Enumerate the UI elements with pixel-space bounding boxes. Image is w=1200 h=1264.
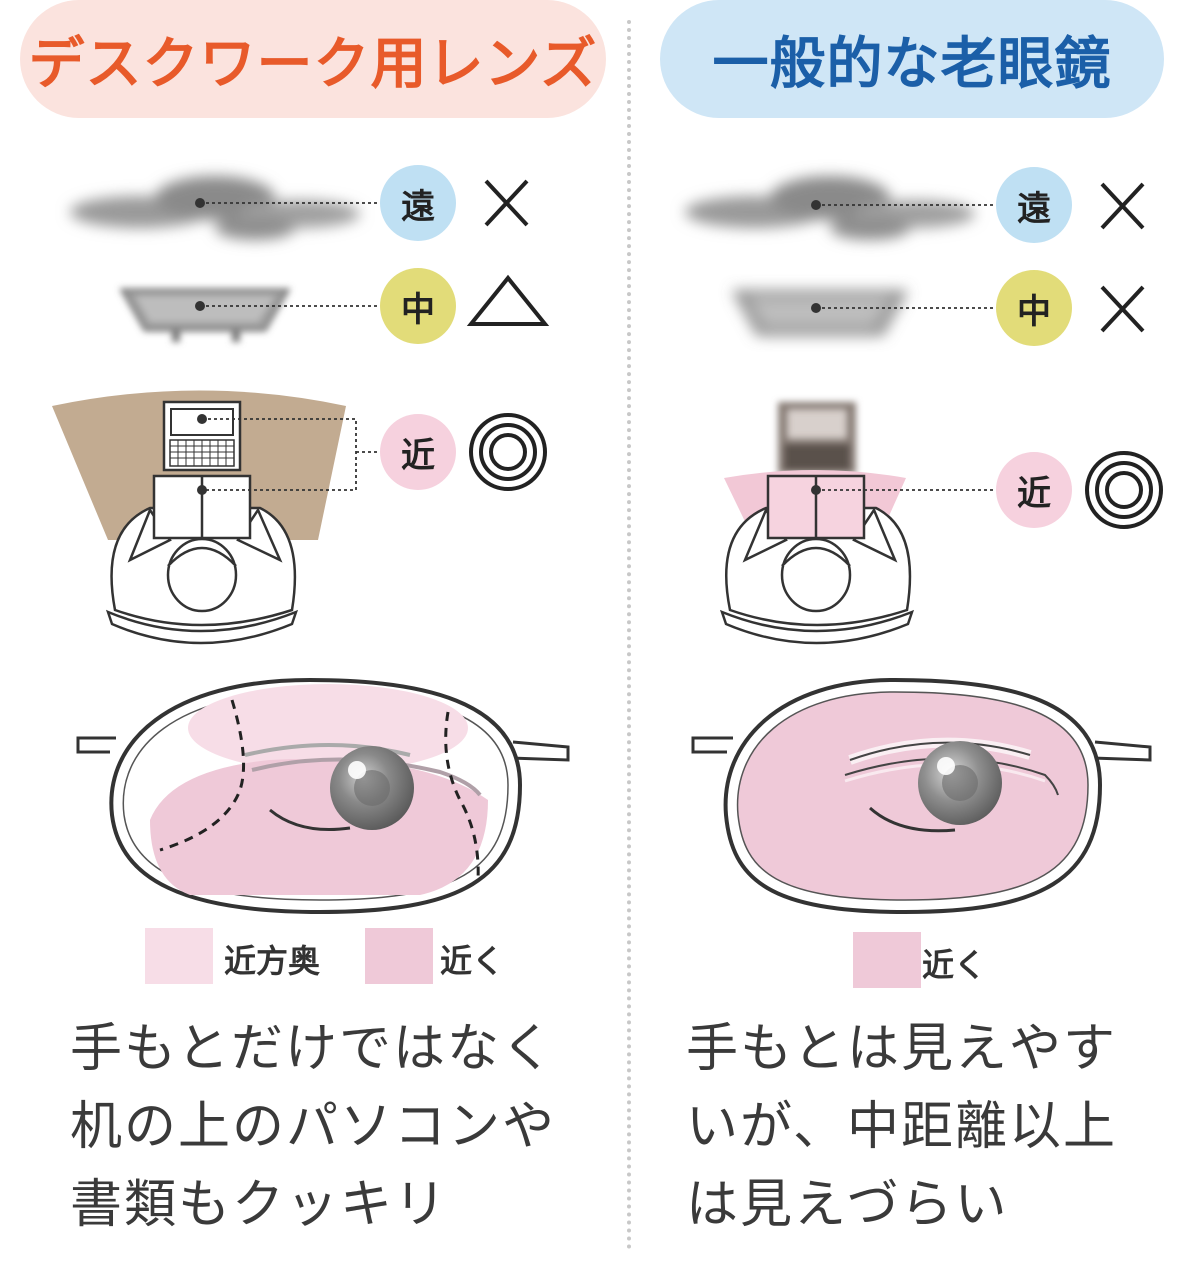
left-description-line: 書類もクッキリ — [70, 1175, 449, 1235]
left-title: デスクワーク用レンズ — [28, 31, 598, 97]
right-far-label: 遠 — [1017, 188, 1051, 229]
left-description-line: 手もとだけではなく — [70, 1019, 555, 1079]
left-mid-circle: 中 — [380, 268, 456, 344]
legend-label-near: 近く — [440, 942, 505, 980]
left-description-line: 机の上のパソコンや — [70, 1097, 557, 1157]
legend-swatch-near — [365, 928, 433, 984]
legend-label-deep: 近方奥 — [224, 942, 321, 980]
right-mountains-blurred — [685, 176, 975, 240]
right-description: 手もとは見えやす いが、中距離以上 は見えづらい — [686, 1010, 1117, 1244]
right-mid-label: 中 — [1017, 291, 1051, 332]
right-mid-circle: 中 — [996, 270, 1072, 346]
right-legend-swatch-near — [853, 932, 921, 988]
left-near-label: 近 — [401, 435, 435, 476]
left-leader-lines — [200, 202, 380, 491]
legend-swatch-deep — [145, 928, 213, 984]
left-laptop-icon — [162, 400, 242, 472]
right-glasses-illustration — [691, 677, 1152, 915]
left-far-circle: 遠 — [380, 165, 456, 241]
deep-zone — [188, 684, 468, 772]
right-marks — [1085, 182, 1163, 529]
left-title-pill: デスクワーク用レンズ — [20, 0, 606, 118]
right-description-line: いが、中距離以上 — [686, 1097, 1117, 1157]
left-mid-label: 中 — [401, 289, 435, 330]
right-table-blurred — [732, 290, 908, 336]
left-table-blurred — [119, 288, 291, 342]
left-near-circle: 近 — [380, 414, 456, 490]
right-near-circle: 近 — [996, 452, 1072, 528]
left-glasses-illustration — [76, 677, 570, 915]
right-far-circle: 遠 — [996, 167, 1072, 243]
column-divider — [627, 20, 631, 1250]
right-description-line: は見えづらい — [686, 1175, 1009, 1235]
left-mountains-blurred — [70, 176, 360, 240]
right-legend-label-near: 近く — [922, 946, 987, 984]
double-circle-mark-icon — [469, 413, 547, 491]
cross-mark-icon — [1100, 285, 1145, 333]
cross-mark-icon — [1100, 182, 1145, 230]
right-laptop-blurred — [778, 402, 856, 474]
left-person-icon — [105, 474, 299, 645]
right-description-line: 手もとは見えやす — [686, 1019, 1117, 1079]
right-near-label: 近 — [1017, 473, 1051, 514]
cross-mark-icon — [484, 179, 529, 227]
triangle-mark-icon — [466, 274, 550, 326]
right-leader-lines — [816, 204, 996, 491]
near-zone — [150, 758, 488, 895]
left-marks — [466, 179, 550, 491]
left-far-label: 遠 — [401, 186, 435, 227]
left-description: 手もとだけではなく 机の上のパソコンや 書類もクッキリ — [70, 1010, 556, 1244]
double-circle-mark-icon — [1085, 451, 1163, 529]
right-title: 一般的な老眼鏡 — [712, 31, 1112, 97]
right-title-pill: 一般的な老眼鏡 — [660, 0, 1164, 118]
